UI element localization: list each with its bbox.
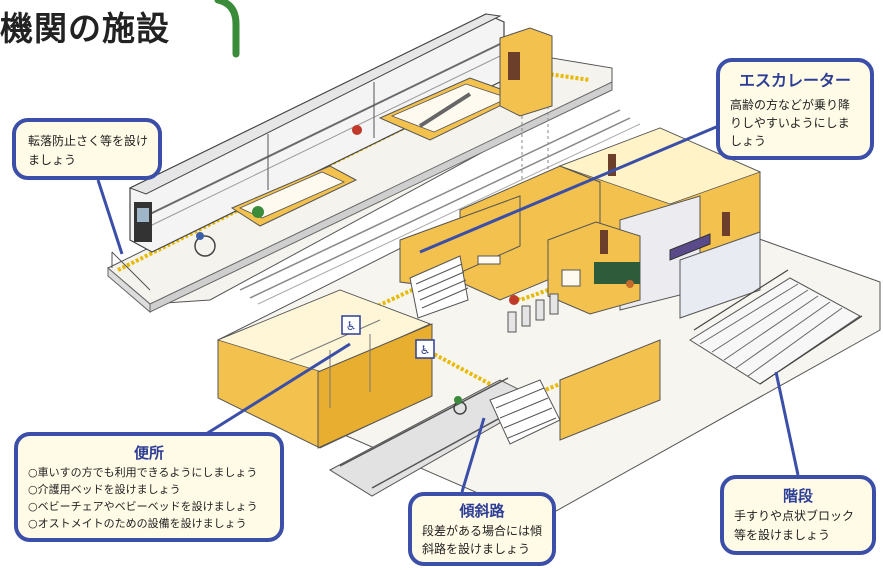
callout-toilet: 便所 ○車いすの方でも利用できるようにしましょう ○介護用ベッドを設けましょう … (14, 432, 284, 542)
callout-text: ○オストメイトのための設備を設けましょう (28, 517, 247, 530)
callout-text: しょう (730, 134, 767, 148)
tactile-paving (117, 67, 591, 272)
train (128, 13, 505, 253)
callout-text: ○介護用ベッドを設けましょう (28, 483, 181, 496)
callout-text: 斜路を設けましょう (422, 542, 531, 556)
callout-text: ○ベビーチェアやベビーベッドを設けましょう (28, 500, 258, 513)
callout-text: りしやすいようにしま (730, 116, 850, 130)
title-bracket (214, 0, 240, 58)
callout-text: 等を設けましょう (734, 528, 831, 542)
callout-stairs: 階段 手すりや点状ブロック 等を設けましょう (720, 475, 876, 555)
connector-escalator (419, 120, 729, 254)
wheelchair-sign-icon: ♿ (420, 343, 431, 357)
callout-heading: 階段 (782, 487, 813, 505)
connector-fall (96, 179, 124, 255)
connector-toilet (205, 342, 351, 436)
wheelchair-sign-icon: ♿ (346, 319, 357, 333)
callout-heading: エスカレーター (738, 71, 851, 90)
person-wheelchair-icon (194, 232, 216, 257)
callout-heading: 傾斜路 (459, 502, 505, 520)
callout-text: 転落防止さく等を設け (28, 134, 149, 148)
callout-text: ましょう (28, 153, 77, 167)
callout-escalator: エスカレーター 高齢の方などが乗り降 りしやすいようにしま しょう (716, 58, 874, 160)
page-title: 機関の施設 (0, 9, 170, 48)
toilet-block: ♿ ♿ (216, 289, 435, 449)
callout-text: 高齢の方などが乗り降 (730, 98, 851, 112)
callout-text: ○車いすの方でも利用できるようにしましょう (28, 466, 258, 479)
callout-text: 手すりや点状ブロック (734, 509, 855, 523)
elevator-shaft (499, 27, 553, 117)
ticket-gates (507, 293, 559, 333)
right-stairs (689, 269, 863, 385)
connector-slope (460, 417, 486, 493)
callout-heading: 便所 (133, 444, 164, 462)
callout-text: 段差がある場合には傾 (422, 524, 543, 538)
callout-fall-prevention: 転落防止さく等を設け ましょう (12, 118, 162, 180)
callout-slope: 傾斜路 段差がある場合には傾 斜路を設けましょう (408, 492, 556, 566)
connector-stairs (774, 371, 800, 476)
station-rooms (459, 127, 762, 319)
